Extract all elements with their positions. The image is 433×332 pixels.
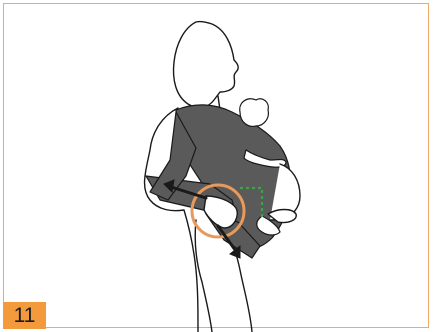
baby-head [240, 99, 269, 127]
step-number-badge: 11 [3, 302, 46, 329]
parent-head [174, 22, 239, 108]
